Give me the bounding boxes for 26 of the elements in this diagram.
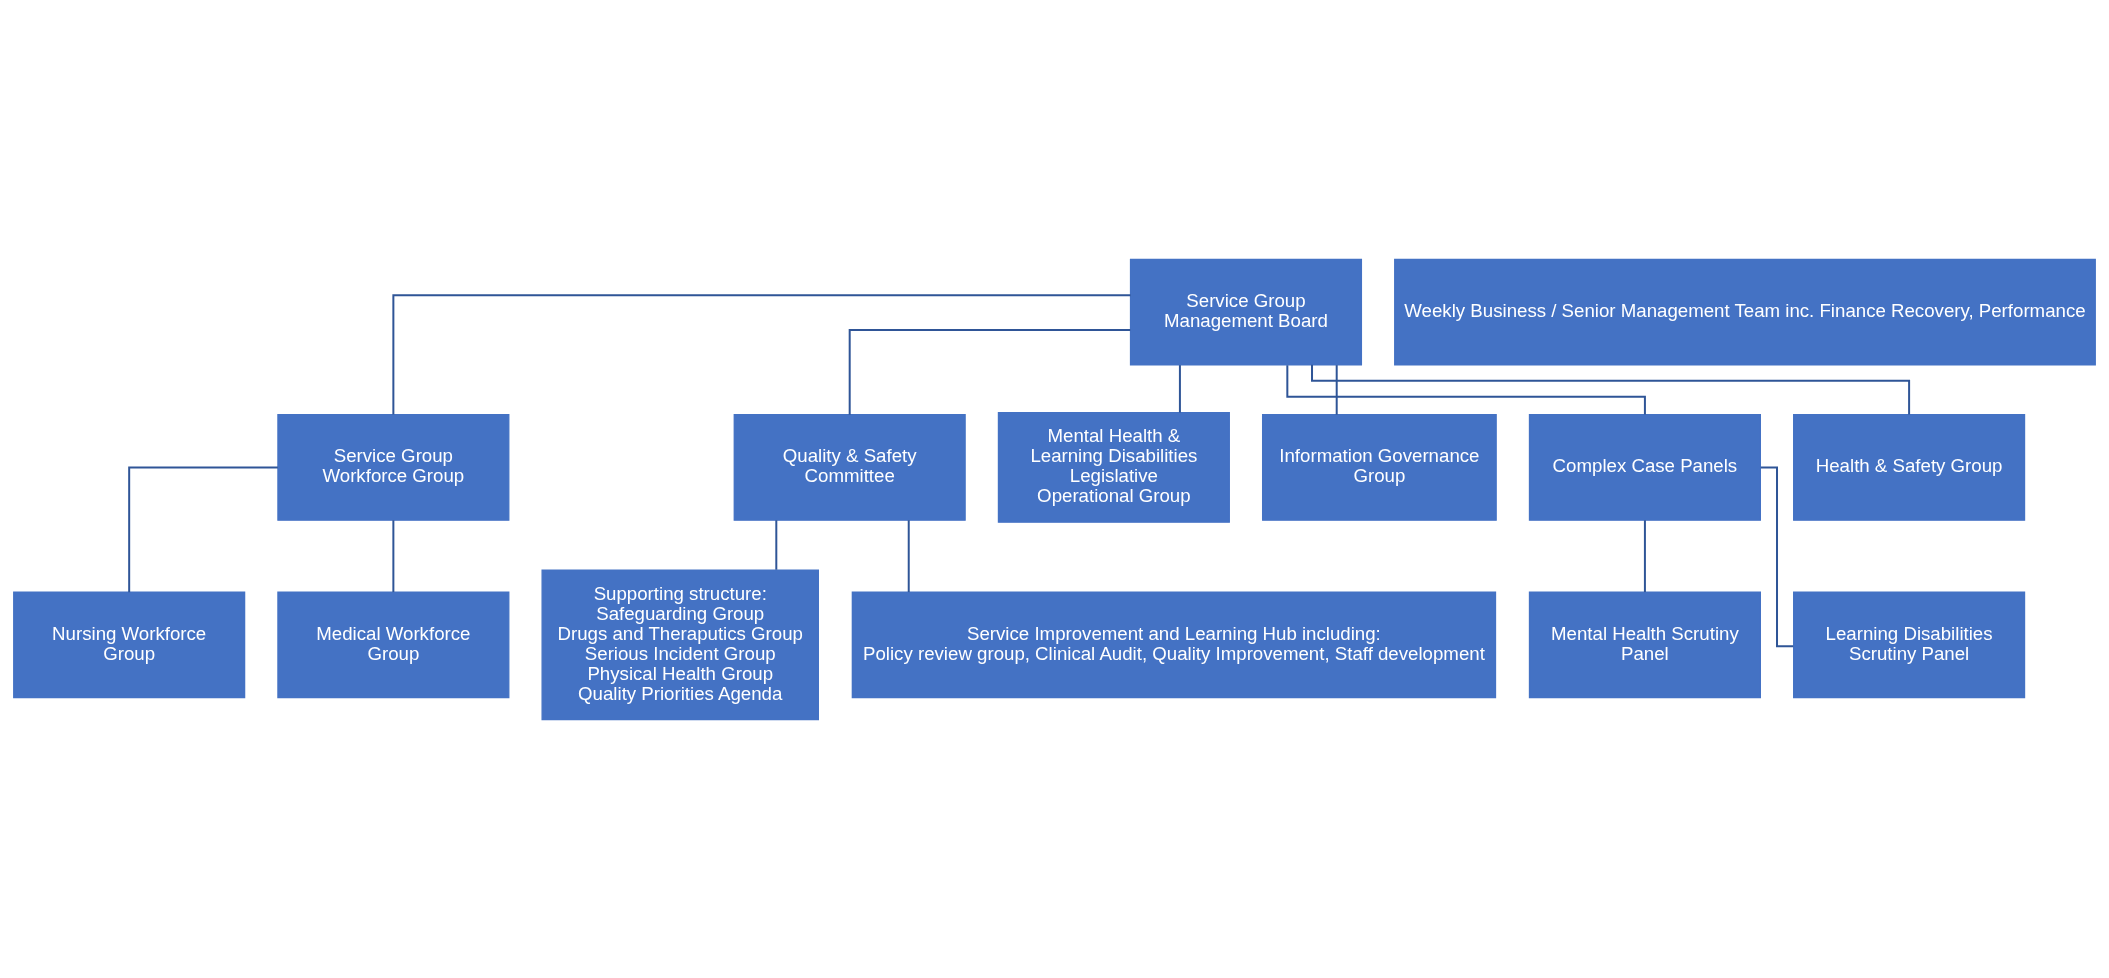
node-box: Health & Safety Group	[1793, 413, 2026, 521]
connector	[1643, 518, 1646, 593]
node-box: Mental Health & Learning Disabilities Legislative Operational Group	[997, 411, 1230, 523]
connector	[1335, 363, 1338, 416]
node-box: Service Group Workforce Group	[277, 413, 510, 521]
node-box: Weekly Business / Senior Management Team inc. Finance Recovery, Performance	[1394, 258, 2096, 365]
connector	[128, 466, 279, 593]
connector	[1759, 466, 1795, 647]
node-box: Learning Disabilities Scrutiny Panel	[1793, 591, 2026, 698]
connector	[1178, 363, 1181, 414]
connector	[907, 518, 910, 593]
node-box: Service Group Management Board	[1129, 258, 1363, 365]
node-box: Supporting structure: Safeguarding Group Drugs and Theraputics Group Serious Incident Group Physical Health Group Quality Priorities Agenda	[541, 569, 819, 720]
connector	[392, 293, 1132, 415]
node-box: Service Improvement and Learning Hub including: Policy review group, Clinical Audit, Quality Improvement, Staff development	[851, 591, 1497, 698]
connector	[1311, 363, 1911, 416]
connector	[1286, 363, 1646, 416]
node-box: Complex Case Panels	[1528, 413, 1761, 521]
node-box: Information Governance Group	[1262, 413, 1497, 521]
node-box: Mental Health Scrutiny Panel	[1528, 591, 1761, 698]
node-box: Quality & Safety Committee	[733, 413, 966, 521]
node-box: Nursing Workforce Group	[13, 591, 246, 698]
node-box: Medical Workforce Group	[277, 591, 510, 698]
connector	[775, 518, 778, 571]
connector	[848, 328, 1132, 416]
connector	[392, 518, 395, 593]
